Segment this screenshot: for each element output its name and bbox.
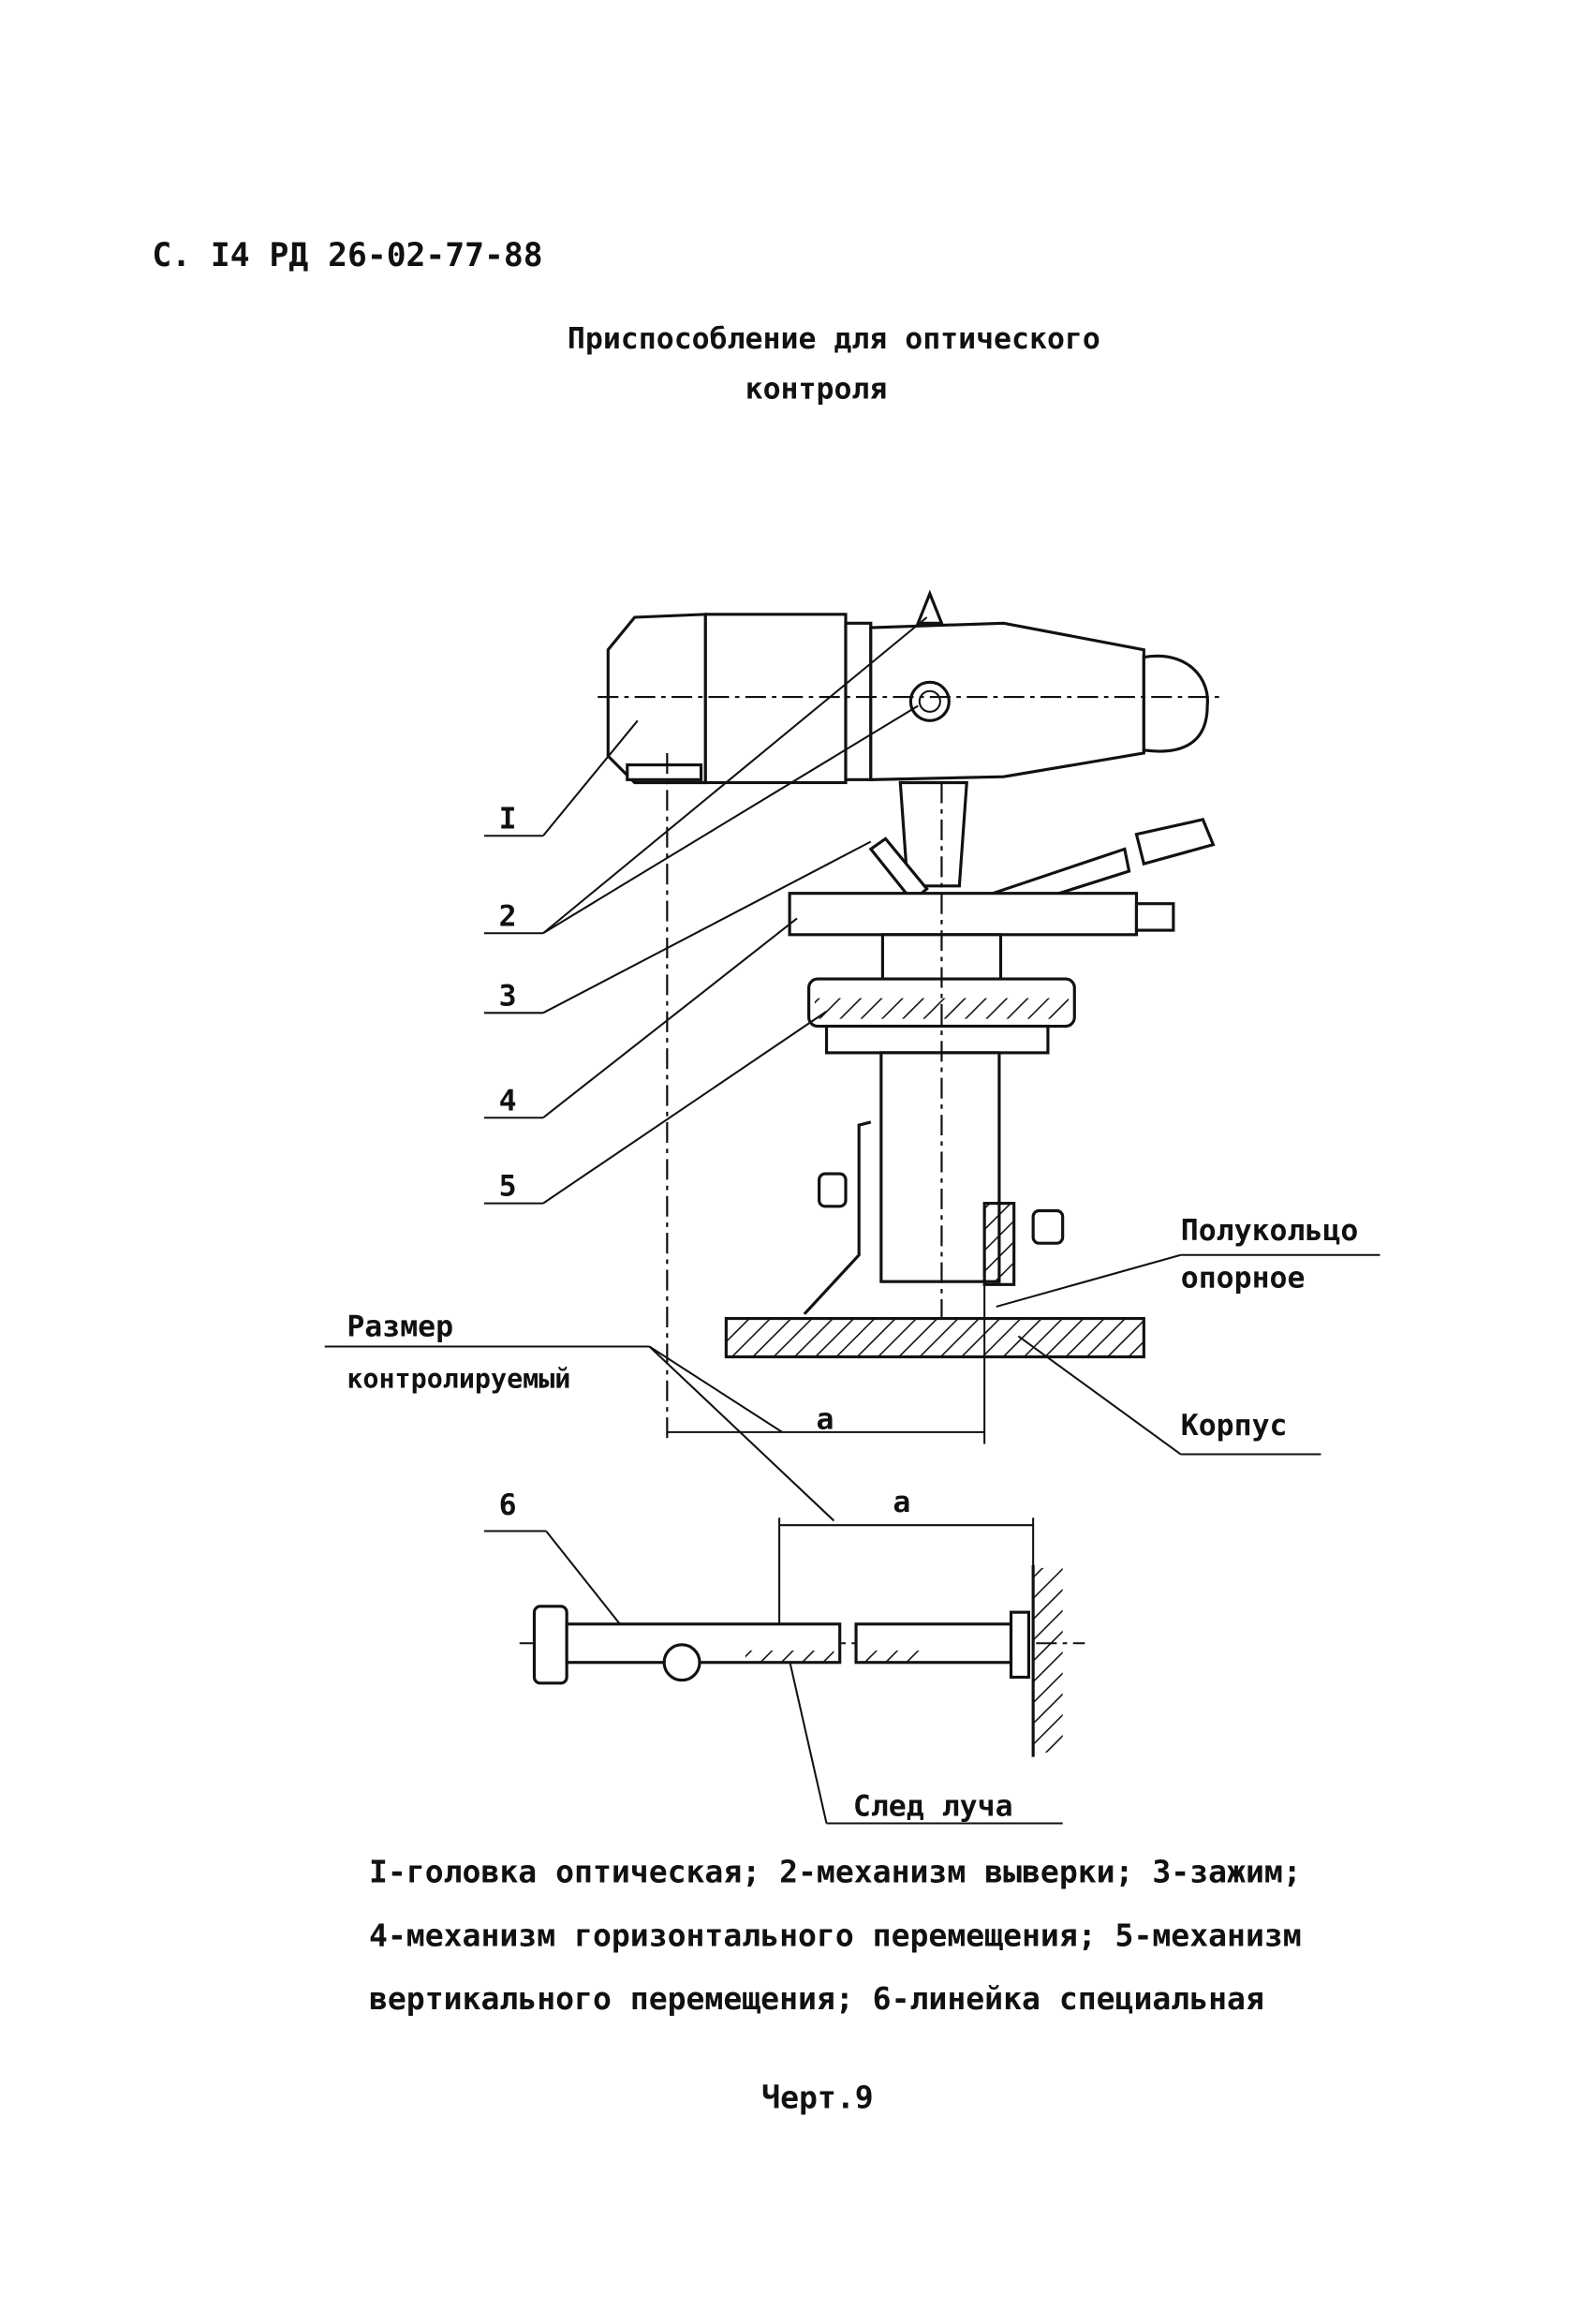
dimension-a-upper: a (816, 1403, 834, 1437)
beam-trace-label: След луча (853, 1790, 1013, 1824)
callout-3: 3 (499, 979, 517, 1013)
figure-label: Черт.9 (761, 2080, 874, 2116)
half-ring-label-2: опорное (1181, 1261, 1306, 1295)
half-ring-label-1: Полукольцо (1181, 1214, 1359, 1248)
callout-6: 6 (499, 1488, 517, 1522)
callout-2: 2 (499, 899, 517, 933)
caption-line-1: I-головка оптическая; 2-механизм выверки… (369, 1854, 1302, 1890)
page-header: С. I4 РД 26-02-77-88 (152, 237, 542, 274)
caption-line-2: 4-механизм горизонтального перемещения; … (369, 1917, 1302, 1953)
size-label-1: Размер (347, 1310, 453, 1343)
leader-lines (324, 616, 1380, 1825)
caption-line-3: вертикального перемещения; 6-линейка спе… (369, 1980, 1264, 2017)
size-label-2: контролируемый (347, 1364, 570, 1395)
dimension-a-lower: a (893, 1486, 910, 1519)
callout-1: I (499, 802, 517, 836)
housing-label: Корпус (1181, 1409, 1288, 1443)
special-ruler (519, 1517, 1085, 1757)
title-line-2: контроля (745, 373, 888, 407)
callout-4: 4 (499, 1084, 517, 1118)
optical-device-drawing (324, 589, 1380, 1825)
title-line-1: Приспособление для оптического (568, 322, 1100, 356)
callout-5: 5 (499, 1170, 517, 1204)
